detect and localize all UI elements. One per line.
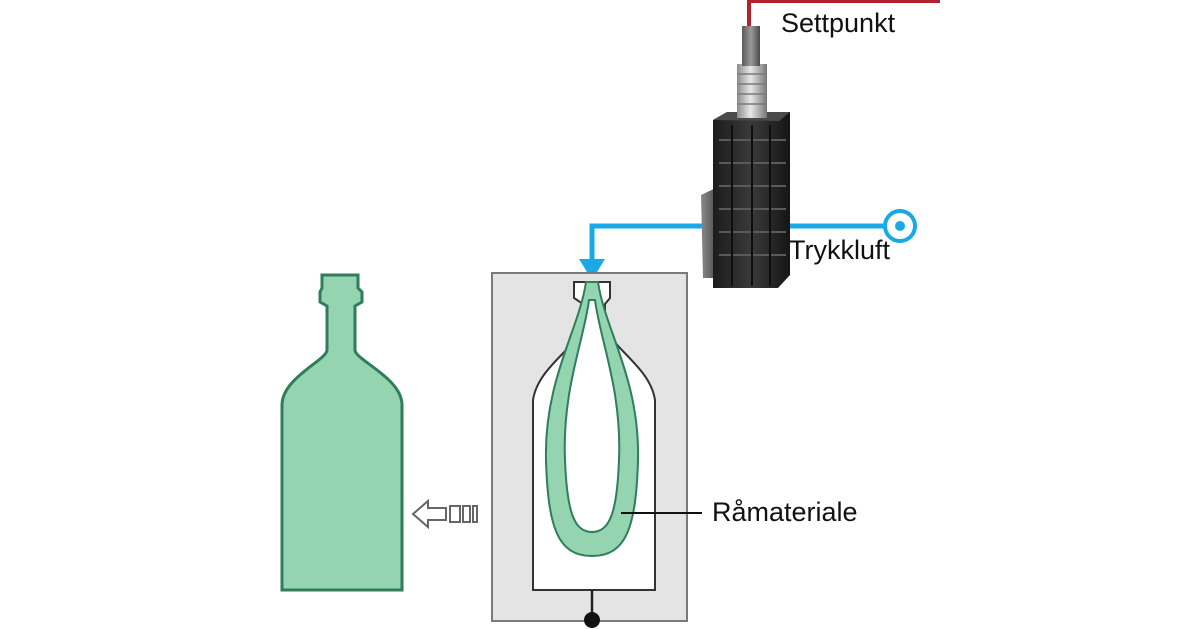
air-flow-arrowhead (579, 259, 605, 280)
air-source-circle-target-icon (883, 209, 917, 243)
compressed-air-label: Trykkluft (789, 235, 890, 265)
finished-bottle (280, 273, 404, 592)
setpoint-label: Settpunkt (781, 8, 896, 38)
raw-material-label: Råmateriale (712, 497, 858, 527)
left-arrow-icon (411, 498, 478, 530)
pressure-regulator-icon (701, 26, 790, 288)
parison-raw-material (544, 281, 640, 558)
